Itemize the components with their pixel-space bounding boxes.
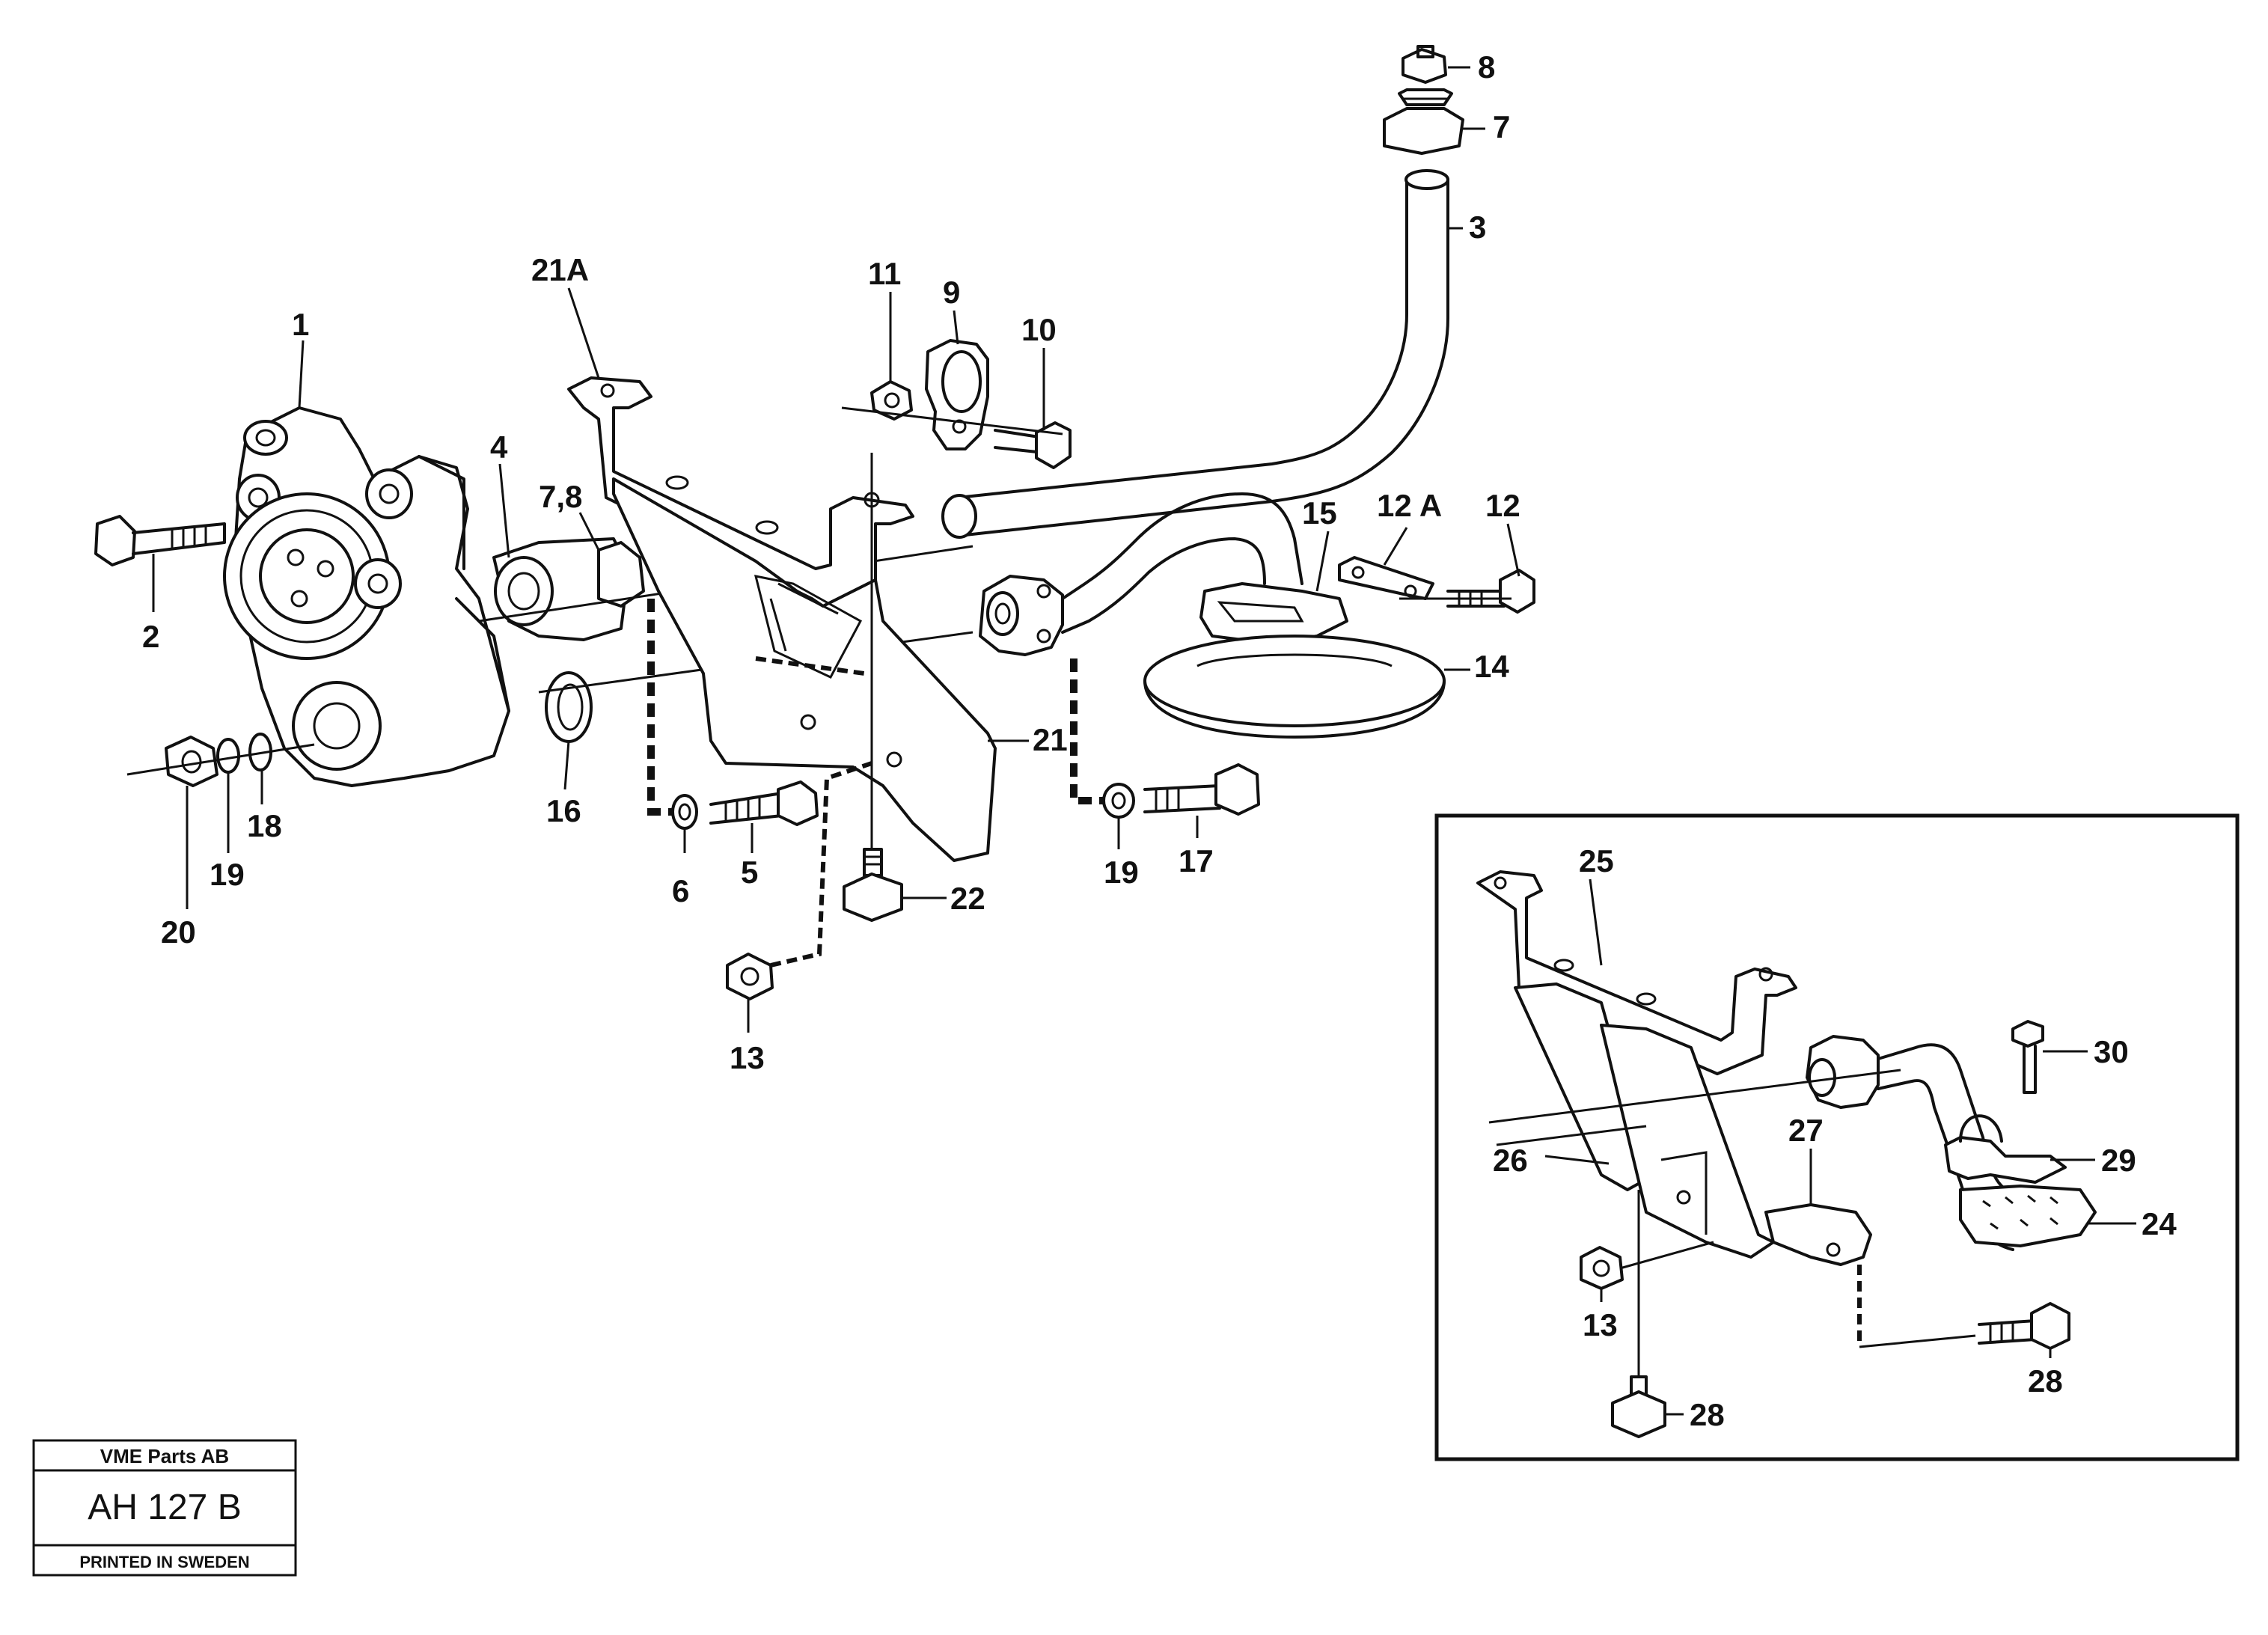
bracket-27 (1764, 1203, 1872, 1266)
callout-10: 10 (1021, 312, 1057, 347)
nut-7 (1383, 88, 1464, 155)
inset-frame (1434, 813, 2240, 1461)
callout-13-inset: 13 (1583, 1307, 1618, 1342)
callout-9: 9 (943, 275, 960, 310)
callout-22: 22 (950, 881, 985, 916)
title-block-company: VME Parts AB (100, 1445, 229, 1467)
washer-19b (1102, 783, 1135, 819)
washer-19 (216, 738, 240, 774)
suction-pipe-15 (979, 492, 1348, 656)
callout-12a: 12 A (1377, 488, 1442, 523)
callout-26: 26 (1493, 1143, 1528, 1178)
bolt-28-vertical (1611, 1190, 1666, 1438)
oil-strainer-14 (1143, 635, 1446, 739)
bracket-21 (612, 477, 997, 862)
title-block: VME Parts AB AH 127 B PRINTED IN SWEDEN (32, 1439, 297, 1577)
clamp-29 (1944, 1114, 2067, 1184)
callout-14: 14 (1474, 649, 1509, 684)
nut-8 (1402, 45, 1447, 84)
callout-16: 16 (546, 793, 581, 828)
callout-27: 27 (1788, 1113, 1824, 1148)
callout-21: 21 (1033, 722, 1068, 757)
callout-21a: 21A (531, 252, 589, 287)
callout-5: 5 (741, 855, 758, 890)
callout-17: 17 (1179, 843, 1214, 878)
alignment-dashed-line-2 (1070, 658, 1104, 804)
suction-pipe-24 (1806, 1035, 2097, 1251)
callout-13: 13 (730, 1040, 765, 1075)
nut-13-dashed-path (770, 761, 872, 968)
callout-leaders (152, 66, 2136, 1416)
callout-3: 3 (1469, 210, 1486, 245)
bolt-28-horizontal (1978, 1302, 2070, 1350)
callout-19-b: 19 (1104, 855, 1139, 890)
clamp-9 (925, 339, 989, 450)
callout-6: 6 (672, 873, 689, 908)
callout-29: 29 (2101, 1143, 2136, 1178)
o-ring-16 (545, 671, 593, 743)
callout-19: 19 (210, 857, 245, 892)
bolt-22 (843, 453, 903, 922)
callout-7: 7 (1493, 109, 1510, 144)
callout-30: 30 (2094, 1034, 2129, 1069)
callout-28-b: 28 (2028, 1363, 2063, 1399)
nut-13-inset (1580, 1246, 1624, 1290)
callout-18: 18 (247, 808, 282, 843)
nut-20 (165, 736, 218, 787)
callout-12: 12 (1485, 488, 1520, 523)
callout-11: 11 (868, 256, 901, 291)
bolt-5 (709, 780, 819, 826)
callout-7-8: 7,8 (539, 479, 582, 514)
bolt-12 (1446, 569, 1535, 614)
oil-pipe-3 (941, 169, 1449, 539)
callout-28-a: 28 (1690, 1397, 1725, 1432)
nut-13 (726, 953, 774, 1000)
washer-6 (671, 794, 698, 830)
title-block-drawing-number: AH 127 B (88, 1488, 241, 1527)
callout-8: 8 (1478, 49, 1495, 85)
bolt-30 (2011, 1020, 2044, 1094)
oil-pump (223, 406, 510, 787)
callout-1: 1 (292, 307, 309, 342)
callout-2: 2 (142, 619, 159, 654)
title-block-footer: PRINTED IN SWEDEN (79, 1553, 249, 1571)
bolt-17 (1143, 763, 1260, 816)
callout-4: 4 (490, 430, 508, 465)
bolt-2 (94, 515, 226, 566)
callout-15: 15 (1302, 495, 1337, 531)
callout-25: 25 (1579, 843, 1614, 878)
callout-24: 24 (2142, 1206, 2177, 1241)
alignment-dashed-line (647, 599, 673, 816)
callout-20: 20 (161, 914, 196, 950)
adapter-4 (492, 537, 645, 641)
